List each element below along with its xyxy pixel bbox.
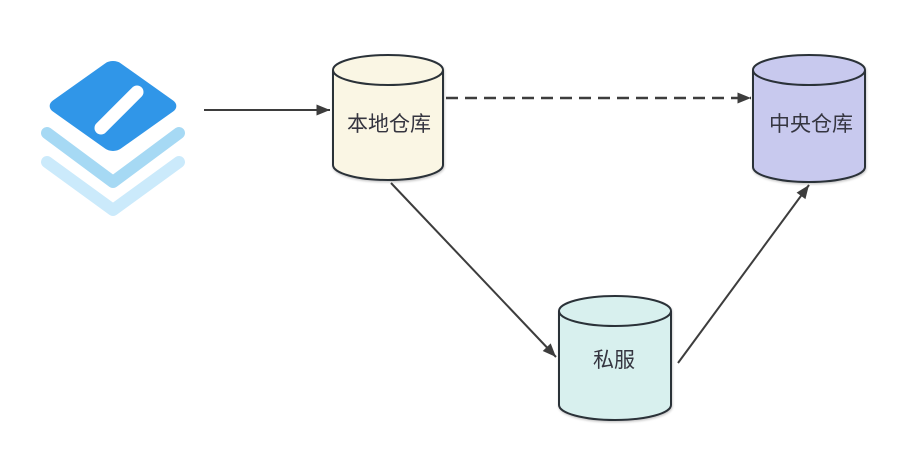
local-repo-label: 本地仓库 [347,113,431,136]
layers-slash-icon [94,85,144,135]
layers-middle-layer-icon [41,127,185,188]
private-server-label: 私服 [593,349,635,372]
private-server-cylinder-top-arc [558,310,672,327]
central-repo-cylinder-top-arc [752,69,866,86]
layers-top-layer-icon [43,56,183,156]
layers-bottom-layer-icon [41,156,185,216]
layers-stack-icon [41,56,185,216]
edges [204,92,810,364]
edge-local-to-private [390,182,557,358]
node-local-repo: 本地仓库 [332,54,444,181]
edge-private-to-central [677,184,810,364]
node-central-repo: 中央仓库 [752,54,866,183]
central-repo-cylinder [752,54,866,183]
private-server-cylinder [558,295,672,421]
node-private-server: 私服 [558,295,672,421]
central-repo-label: 中央仓库 [769,113,853,136]
local-repo-cylinder [332,54,444,181]
local-repo-cylinder-top-arc [332,69,444,86]
